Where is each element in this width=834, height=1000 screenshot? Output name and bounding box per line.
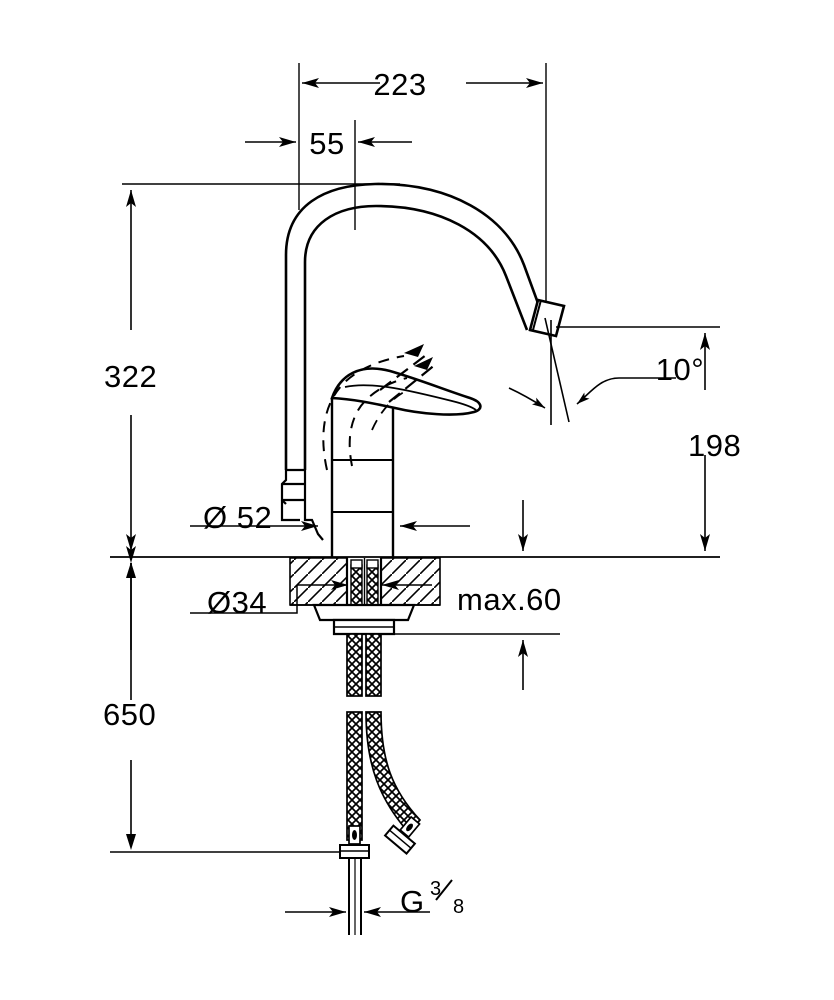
angle-leader-right	[576, 377, 676, 405]
aerator-outlet	[528, 298, 566, 338]
arrowhead-650-down	[126, 834, 136, 850]
mounting-washer	[312, 603, 416, 622]
worktop-hatch-right	[380, 557, 441, 606]
label-thread-numerator: 3	[430, 878, 442, 900]
label-thread-g: G	[400, 884, 425, 919]
motion-line-2	[388, 363, 437, 403]
shank-collar-right	[366, 559, 379, 569]
dimension-650	[110, 546, 355, 853]
lever-handle-raised-phantom	[322, 355, 408, 471]
phantom-handle-arc-outer	[322, 355, 405, 471]
dimension-223	[298, 63, 547, 330]
handle-motion-indicator	[379, 344, 437, 403]
dim-d34-leader	[190, 585, 298, 614]
hose-left-upper	[346, 633, 363, 697]
label-thread-denominator: 8	[453, 896, 465, 918]
lever-handle	[330, 367, 482, 416]
shank-collar-left	[350, 559, 363, 569]
dimension-322	[122, 183, 400, 551]
label-dim-max60: max.60	[457, 582, 562, 617]
flexible-supply-hoses	[339, 633, 422, 935]
lever-handle-crease	[344, 384, 477, 411]
dimension-g38	[285, 880, 430, 935]
motion-arrow-tip-2	[414, 357, 433, 370]
arrowhead-650-up	[126, 562, 136, 578]
label-dim-d52: Ø 52	[203, 500, 272, 535]
lever-handle-body	[330, 367, 482, 416]
label-dim-55: 55	[309, 126, 344, 161]
label-dim-650: 650	[103, 697, 156, 732]
outlet-inclined-line	[544, 317, 570, 423]
dimension-d34	[190, 580, 432, 614]
hose-right-connector-group	[383, 815, 421, 855]
aerator-edge	[532, 299, 542, 331]
hose-right-ferrule-hole	[406, 823, 414, 832]
motion-line-1	[379, 351, 431, 391]
motion-arrow-tip-1	[404, 344, 424, 357]
hose-left-ferrule-hole	[352, 830, 357, 840]
hose-left-lower	[346, 711, 363, 841]
label-thread-g38: G 3 8	[400, 878, 465, 919]
shank-hose-right	[366, 564, 379, 606]
spout-outer-profile	[284, 182, 548, 470]
phantom-handle-arc-inner	[348, 377, 408, 467]
spout-base-ledge	[280, 500, 300, 522]
label-dim-322: 322	[104, 359, 157, 394]
worktop-hatch-left	[289, 557, 348, 606]
right-connector-seam	[389, 829, 412, 849]
shank-hose-left	[350, 564, 363, 606]
dimension-55	[245, 120, 412, 230]
label-dim-d34: Ø34	[207, 585, 267, 620]
spout-assembly	[280, 182, 566, 541]
spout-inner-profile	[303, 204, 529, 470]
hose-right-upper	[365, 633, 382, 697]
dimension-angle-10deg	[508, 317, 676, 425]
fraction-slash	[435, 879, 453, 901]
dimension-198	[556, 326, 720, 551]
label-dim-198: 198	[688, 428, 741, 463]
angle-leader-left	[508, 387, 546, 409]
label-dim-223: 223	[373, 67, 426, 102]
phantom-handle-detail	[371, 391, 405, 431]
label-dim-angle: 10°	[656, 352, 704, 387]
worktop-section	[289, 557, 441, 606]
dimension-max60	[390, 500, 560, 690]
